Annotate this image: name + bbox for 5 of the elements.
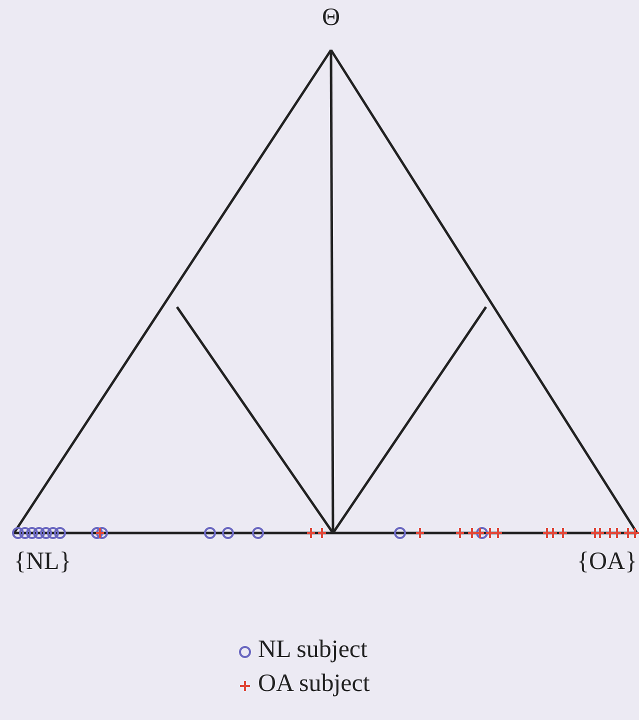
vertex-label: {NL}	[14, 548, 72, 576]
vertex-label: {OA}	[577, 548, 638, 576]
legend-label: NL subject	[258, 636, 368, 664]
vertex-label: Θ	[322, 4, 340, 32]
legend-label: OA subject	[258, 670, 370, 698]
